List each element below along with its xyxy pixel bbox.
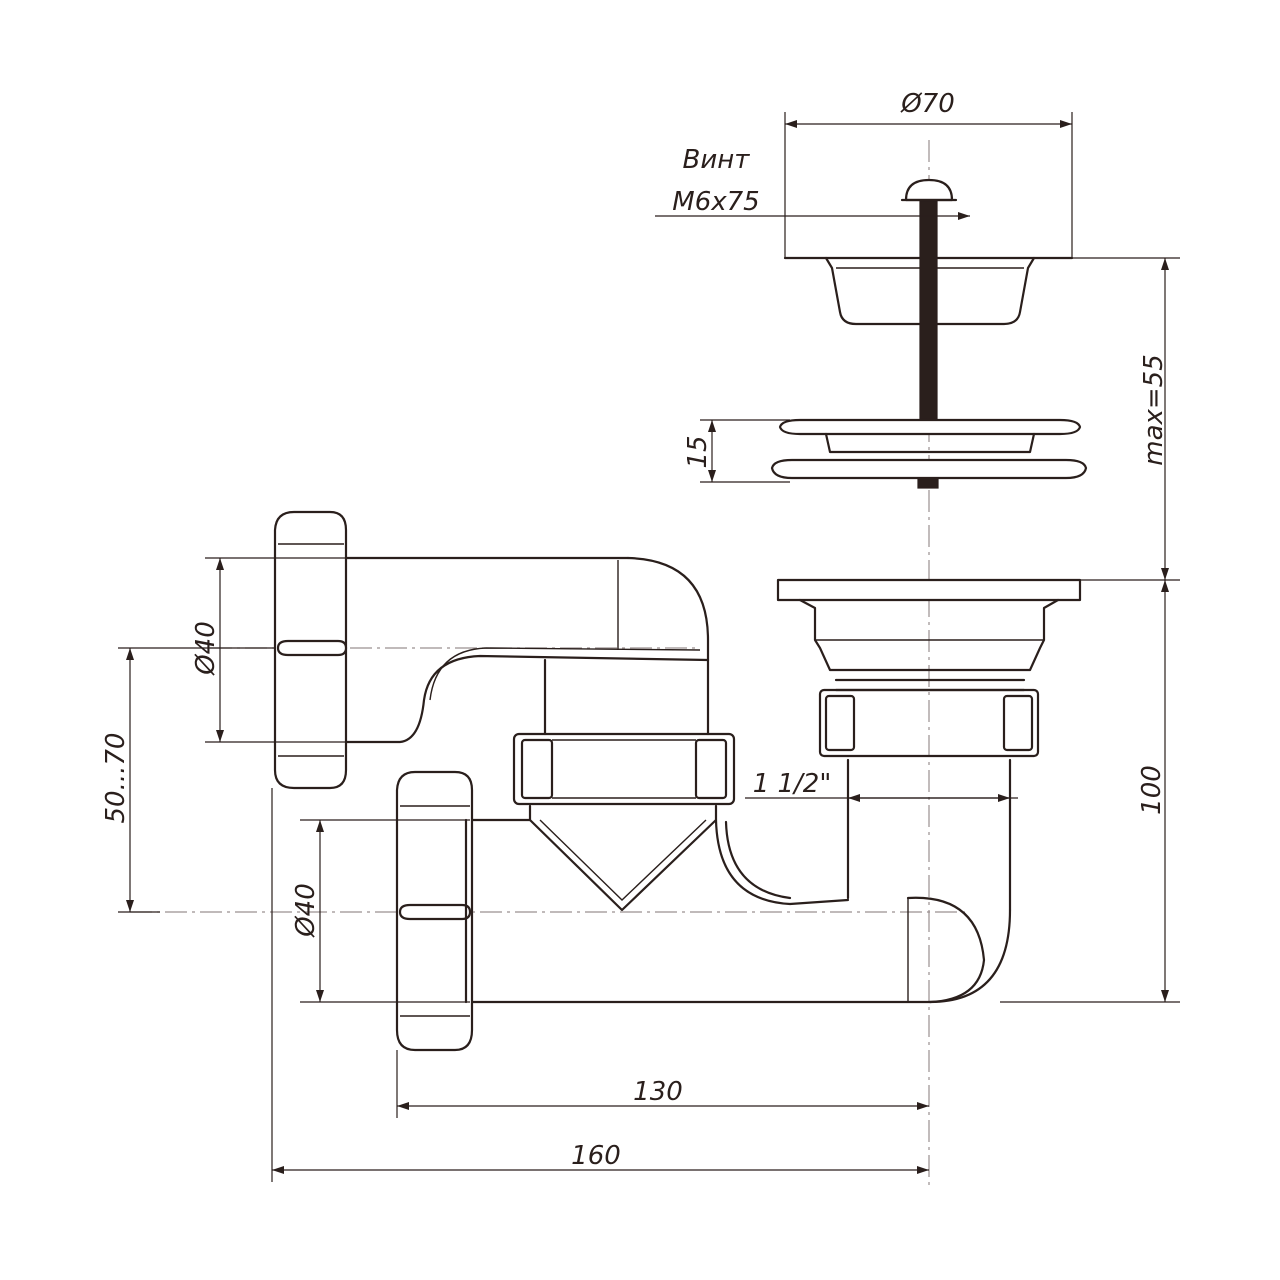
label-15: 15 <box>683 435 713 468</box>
upper-outlet-pipe <box>205 510 710 790</box>
drain-flange <box>776 578 1082 758</box>
dimension-100 <box>1000 580 1180 1003</box>
label-screw-word: Винт <box>683 145 751 175</box>
lower-strainer-flange <box>700 418 1088 489</box>
label-thread-1-1-2: 1 1/2" <box>753 769 832 799</box>
dimension-50-70 <box>118 647 275 913</box>
label-screw-size: M6x75 <box>672 187 759 217</box>
label-max-55: max=55 <box>1139 354 1169 466</box>
lower-outlet-pipe <box>300 770 932 1052</box>
dimension-160 <box>271 788 929 1182</box>
label-160: 160 <box>571 1141 621 1171</box>
label-50-70: 50...70 <box>101 733 131 824</box>
label-dia-40-upper: Ø40 <box>191 621 221 676</box>
label-dia-70: Ø70 <box>900 89 955 119</box>
label-100: 100 <box>1137 765 1167 815</box>
drain-pipe <box>745 758 1018 1004</box>
label-130: 130 <box>633 1077 683 1107</box>
dimension-130 <box>396 1050 929 1118</box>
label-dia-40-lower: Ø40 <box>291 883 321 938</box>
center-lines <box>130 140 970 1185</box>
screw-m6x75 <box>655 178 970 423</box>
trap-body <box>512 658 736 912</box>
